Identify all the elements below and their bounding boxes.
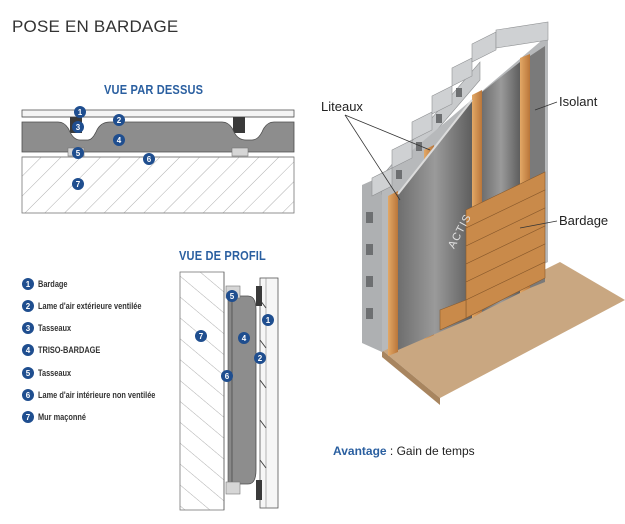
marker-7-top: 7 (72, 178, 88, 190)
advantage-separator: : (386, 444, 397, 458)
advantage-text: Gain de temps (396, 444, 475, 458)
marker-4-profile: 4 (238, 332, 254, 344)
profile-view-title: VUE DE PROFIL (179, 248, 266, 263)
callout-bardage: Bardage (559, 213, 609, 228)
marker-5-profile: 5 (226, 290, 242, 302)
marker-2-profile: 2 (254, 352, 270, 364)
marker-1-profile: 1 (262, 314, 278, 326)
marker-5-top: 5 (72, 147, 88, 159)
advantage-note: Avantage : Gain de temps (333, 444, 475, 458)
marker-7-profile: 7 (195, 330, 211, 342)
marker-6-profile: 6 (221, 370, 237, 382)
marker-1-top: 1 (74, 106, 90, 118)
top-view-title: VUE PAR DESSUS (104, 82, 204, 97)
advantage-label: Avantage (333, 444, 387, 458)
page-title: POSE EN BARDAGE (12, 17, 179, 36)
marker-6-top: 6 (143, 153, 159, 165)
marker-4-top: 4 (113, 134, 129, 146)
marker-2-top: 2 (113, 114, 129, 126)
callout-isolant: Isolant (559, 94, 598, 109)
callout-liteaux: Liteaux (321, 99, 363, 114)
marker-3-top: 3 (72, 121, 88, 133)
